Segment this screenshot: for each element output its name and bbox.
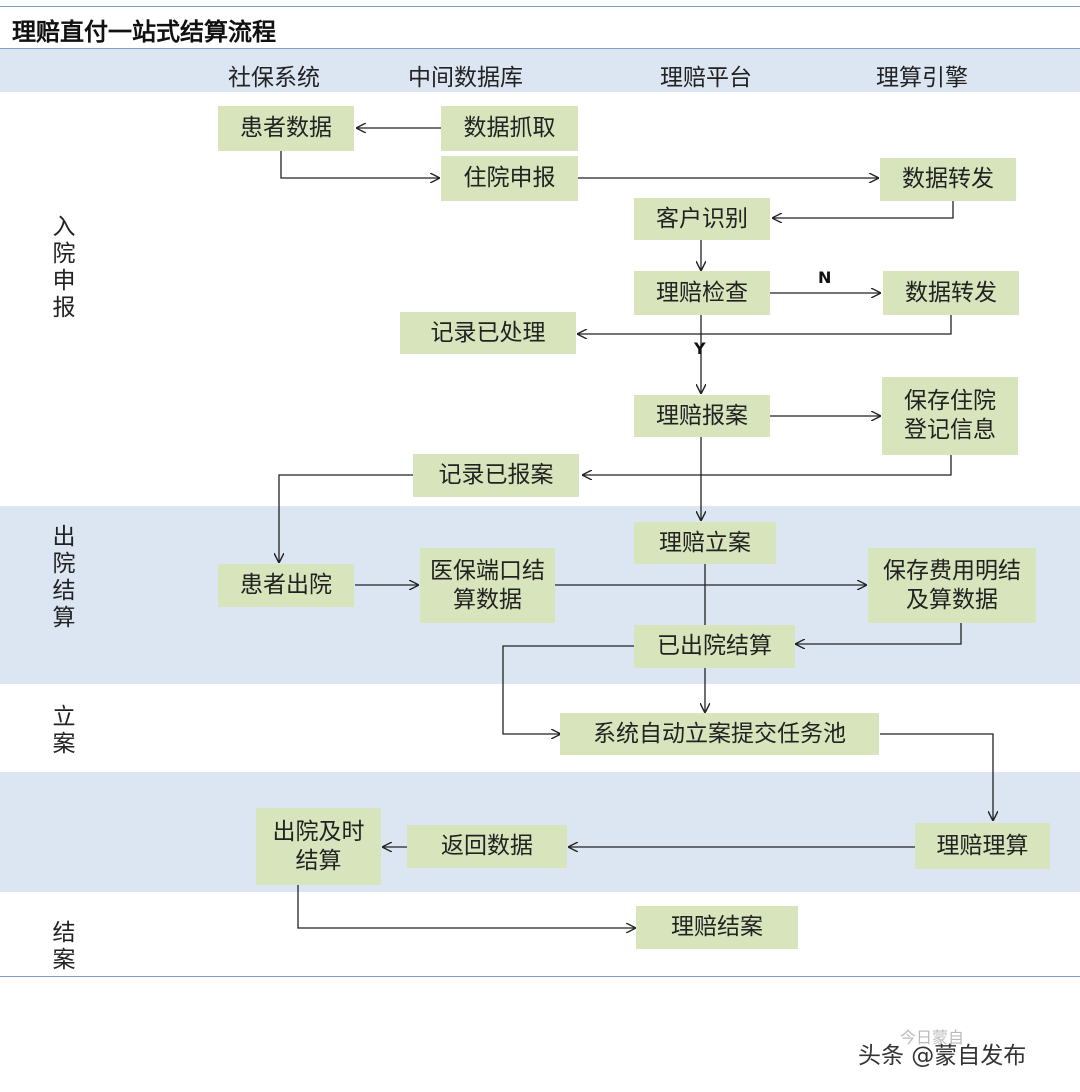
box-claim-adjustment: 理赔理算 — [915, 823, 1050, 869]
phase-admission: 入院申报 — [52, 214, 76, 321]
arrow-patient-to-report — [280, 151, 439, 178]
phase-discharge: 出院结算 — [52, 524, 76, 631]
watermark: 头条 @蒙自发布 — [858, 1043, 1027, 1069]
box-claim-check: 理赔检查 — [634, 271, 770, 315]
box-data-forward-2: 数据转发 — [883, 271, 1019, 315]
arrow-save-to-recorded — [583, 455, 952, 475]
column-header-social-security: 社保系统 — [228, 65, 320, 91]
diagram-title: 理赔直付一站式结算流程 — [12, 18, 276, 46]
bottom-rule — [0, 976, 1080, 977]
box-record-reported: 记录已报案 — [413, 454, 579, 497]
phase-closing: 结案 — [52, 920, 76, 973]
box-data-forward-1: 数据转发 — [880, 158, 1016, 201]
arrow-forward-to-identify — [773, 201, 954, 218]
box-auto-filing: 系统自动立案提交任务池 — [560, 713, 879, 755]
box-timely-settlement: 出院及时结算 — [256, 808, 381, 885]
header-band — [0, 48, 1080, 92]
box-save-fee-details: 保存费用明结及算数据 — [868, 548, 1036, 623]
box-claim-closed: 理赔结案 — [636, 906, 798, 949]
arrow-settled-to-auto — [502, 645, 634, 734]
box-customer-identification: 客户识别 — [634, 198, 770, 240]
arrow-timely-to-closed — [297, 885, 635, 928]
arrow-auto-to-adjust — [880, 733, 993, 820]
box-discharged-settled: 已出院结算 — [634, 625, 795, 668]
box-data-fetch: 数据抓取 — [441, 106, 578, 151]
column-header-claims-platform: 理赔平台 — [660, 65, 752, 91]
box-admission-report: 住院申报 — [441, 156, 578, 201]
box-patient-data: 患者数据 — [218, 106, 354, 151]
box-save-admission-info: 保存住院登记信息 — [882, 377, 1018, 455]
box-record-processed: 记录已处理 — [400, 312, 576, 354]
header-rule — [0, 48, 1080, 49]
box-patient-discharge: 患者出院 — [218, 564, 354, 607]
column-header-middle-db: 中间数据库 — [408, 65, 523, 91]
arrow-forward-to-record — [578, 315, 952, 334]
column-header-adjust-engine: 理算引擎 — [876, 65, 968, 91]
arrow-fee-to-settled — [796, 623, 962, 644]
watermark-ghost: 今日蒙自 — [900, 1028, 965, 1047]
top-rule — [0, 6, 1080, 7]
box-claim-filed: 理赔立案 — [634, 522, 776, 564]
box-return-data: 返回数据 — [407, 825, 567, 868]
arrow-recorded-to-discharge — [279, 474, 413, 562]
box-claim-report: 理赔报案 — [634, 395, 770, 437]
phase-filing: 立案 — [52, 704, 76, 757]
box-insurance-settlement-data: 医保端口结算数据 — [420, 548, 555, 623]
branch-label-no: N — [818, 268, 832, 287]
branch-label-yes: Y — [694, 339, 706, 358]
